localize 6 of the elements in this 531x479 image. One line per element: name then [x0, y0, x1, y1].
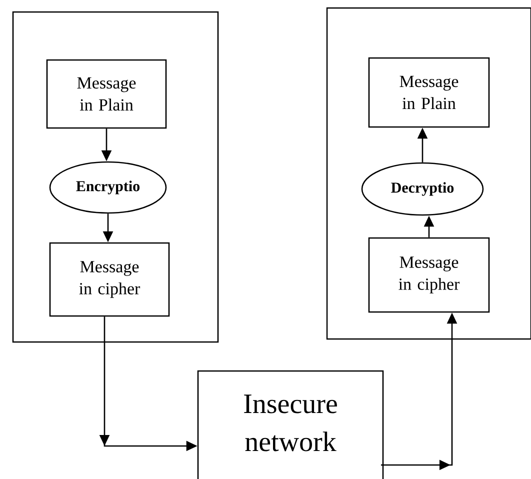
message-box: Message in cipher	[368, 237, 490, 313]
network-box: Insecure network	[197, 370, 384, 479]
message-box: Message in Plain	[46, 59, 167, 129]
container-box	[12, 11, 219, 343]
message-box: Message in cipher	[49, 242, 170, 317]
message-box: Message in Plain	[368, 57, 490, 128]
